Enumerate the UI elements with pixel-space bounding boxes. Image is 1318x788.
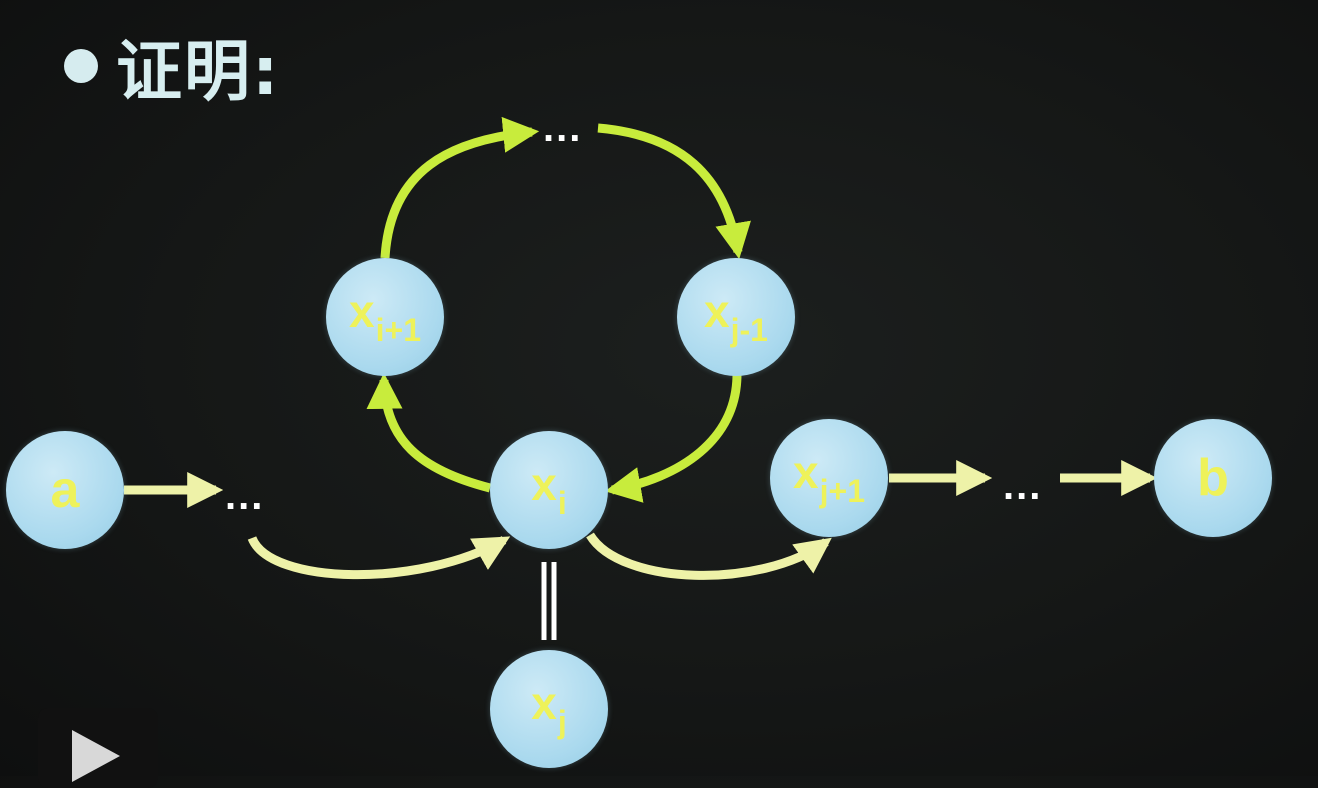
node-xi-label: xi xyxy=(531,461,566,519)
arrow-xi-to-xi1 xyxy=(366,372,492,493)
title-text: 证明: xyxy=(116,33,281,110)
node-a-label: a xyxy=(50,461,80,519)
node-xj-1-base: x xyxy=(704,285,730,337)
node-xi1-label: xi+1 xyxy=(349,288,421,346)
node-xj-sub: j xyxy=(557,704,567,740)
ellipsis-top: ... xyxy=(543,106,583,150)
bullet-icon xyxy=(64,49,98,83)
node-xj+1-base: x xyxy=(793,446,819,498)
node-xi1-base: x xyxy=(349,285,375,337)
node-xj-1: xj-1 xyxy=(677,258,795,376)
node-xi1-sub: i+1 xyxy=(375,312,421,348)
node-xj-1-sub: j-1 xyxy=(730,312,768,348)
node-b-label: b xyxy=(1197,449,1229,507)
ellipsis-right: ... xyxy=(1003,464,1043,508)
node-xj+1-label: xj+1 xyxy=(793,449,865,507)
node-xi-base: x xyxy=(531,458,557,510)
node-xj+1: xj+1 xyxy=(770,419,888,537)
arrow-dots-to-xi xyxy=(247,535,511,580)
node-a: a xyxy=(6,431,124,549)
arrow-xi-to-xj1p xyxy=(586,532,832,580)
node-xj-1-label: xj-1 xyxy=(704,288,768,346)
arrow-xi1-to-dots xyxy=(380,116,540,259)
node-xj+1-sub: j+1 xyxy=(819,473,865,509)
node-xj-label: xj xyxy=(531,680,566,738)
node-xi1: xi+1 xyxy=(326,258,444,376)
arrow-dots-to-xj-1 xyxy=(597,123,751,260)
node-b: b xyxy=(1154,419,1272,537)
node-xj: xj xyxy=(490,650,608,768)
slide-title: 证明: xyxy=(64,26,280,110)
node-xi: xi xyxy=(490,431,608,549)
arrow-xj-1-to-xi xyxy=(604,373,742,503)
ellipsis-left: ... xyxy=(225,474,265,518)
node-xi-sub: i xyxy=(557,485,567,521)
play-icon xyxy=(72,730,120,782)
play-button[interactable] xyxy=(38,708,158,788)
node-xj-base: x xyxy=(531,677,557,729)
